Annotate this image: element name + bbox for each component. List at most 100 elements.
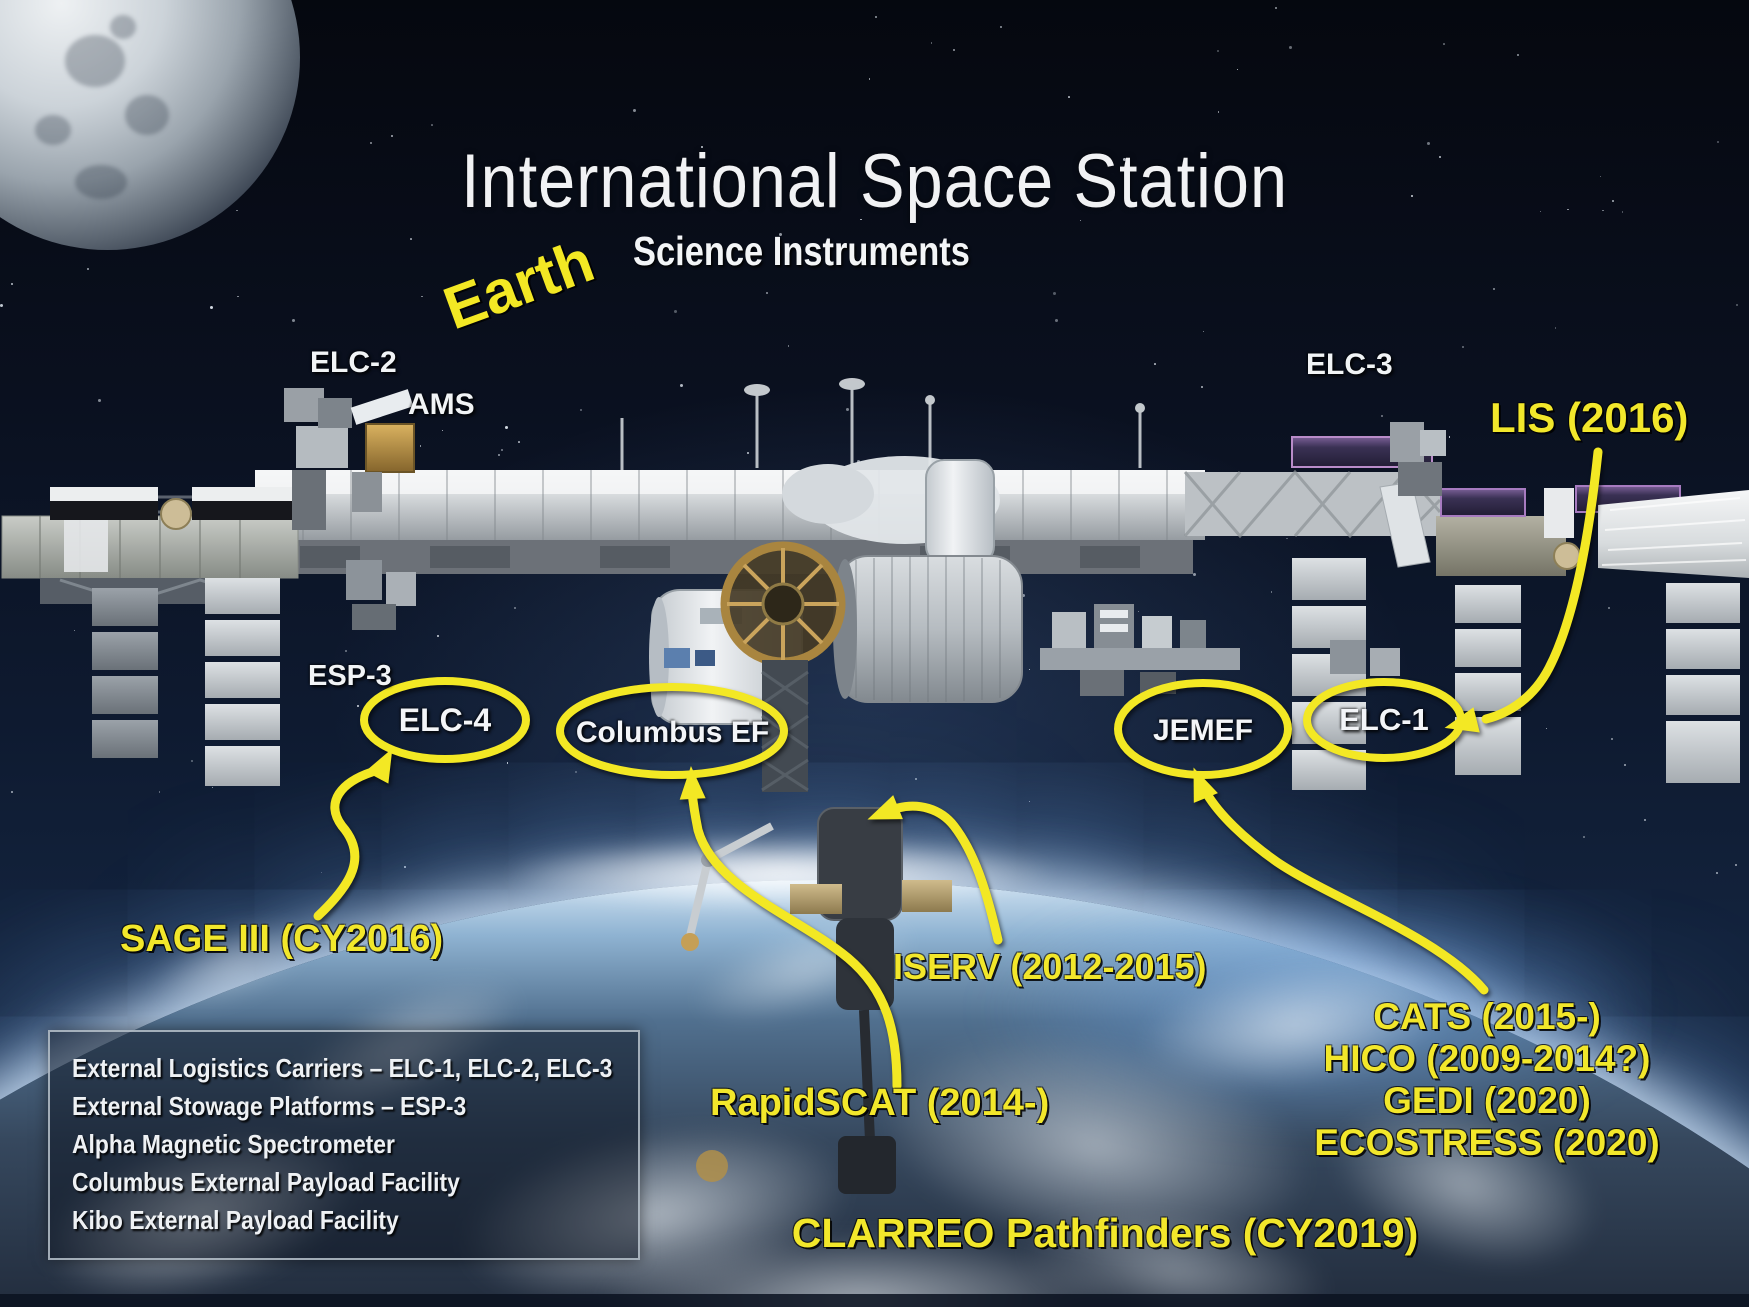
star	[860, 218, 862, 221]
star	[1236, 68, 1239, 71]
star	[211, 786, 214, 789]
legend-line-columbus: Columbus External Payload Facility	[72, 1167, 460, 1197]
star	[1068, 96, 1070, 98]
gold-fixture	[696, 1150, 728, 1182]
star	[1602, 209, 1604, 212]
radiator-stacks	[92, 558, 1740, 790]
star	[506, 762, 509, 764]
rapidscat-arrowhead	[679, 766, 706, 800]
star	[765, 292, 768, 295]
star	[953, 49, 956, 52]
node-module	[782, 464, 874, 524]
star	[410, 238, 412, 240]
label-ecostress: ECOSTRESS (2020)	[1314, 1122, 1660, 1163]
star	[1539, 210, 1542, 213]
label-ams: AMS	[408, 388, 475, 421]
star	[1022, 593, 1026, 597]
elc2-hardware	[284, 388, 352, 530]
star	[1448, 436, 1451, 438]
soyuz-array-left	[790, 884, 842, 914]
star	[999, 26, 1002, 29]
star	[320, 871, 323, 874]
star	[845, 408, 849, 412]
label-elc3: ELC-3	[1306, 348, 1393, 381]
star	[1054, 318, 1058, 322]
star	[1052, 292, 1056, 296]
star	[1493, 288, 1496, 291]
star	[441, 429, 444, 432]
cats-arrow	[1202, 789, 1489, 995]
iserv-arrowhead	[867, 795, 903, 820]
page-title: International Space Station	[461, 139, 1288, 224]
star	[1608, 607, 1611, 609]
star	[1028, 668, 1031, 671]
star	[546, 274, 549, 277]
star	[1123, 157, 1127, 161]
star	[498, 454, 501, 457]
star	[1623, 763, 1626, 766]
star	[369, 141, 372, 144]
star	[746, 452, 749, 455]
star	[915, 778, 918, 781]
star	[1411, 195, 1414, 198]
star	[10, 283, 13, 286]
lower-mast	[859, 1009, 875, 1141]
label-jemef: JEMEF	[1152, 714, 1254, 747]
label-rapidscat: RapidSCAT (2014-)	[710, 1082, 1050, 1124]
elc3-hardware	[1390, 422, 1446, 496]
star	[1193, 572, 1197, 576]
lis-arrow	[1481, 447, 1603, 724]
lis-arrowhead	[1444, 707, 1480, 733]
star	[73, 629, 76, 632]
star	[529, 178, 531, 180]
star	[1621, 211, 1624, 213]
star	[1217, 111, 1220, 113]
star	[1439, 155, 1442, 158]
star	[1201, 386, 1204, 389]
star	[357, 705, 360, 708]
rapidscat-arrow	[687, 787, 902, 1091]
star	[191, 760, 194, 762]
star	[0, 304, 4, 308]
star	[1443, 43, 1445, 45]
soyuz-array-right	[902, 880, 952, 912]
star	[97, 399, 101, 403]
star	[673, 310, 677, 314]
label-iserv: ISERV (2012-2015)	[893, 946, 1207, 987]
star	[237, 295, 239, 298]
subtitle-science-instruments: Science Instruments	[633, 228, 970, 274]
label-sage: SAGE III (CY2016)	[120, 918, 444, 960]
star	[1154, 363, 1156, 365]
main-truss	[60, 469, 1442, 574]
star	[1736, 304, 1739, 307]
star	[1202, 330, 1205, 333]
star	[779, 232, 783, 236]
star	[575, 771, 578, 774]
label-elc1: ELC-1	[1339, 702, 1429, 737]
antenna-masts	[620, 378, 1145, 470]
star	[1462, 345, 1465, 348]
image-bottom-edge	[0, 1294, 1749, 1307]
star	[633, 109, 637, 113]
star	[1612, 199, 1615, 202]
star	[500, 448, 503, 451]
star	[1079, 219, 1082, 222]
esp3-hardware	[346, 560, 416, 630]
star	[1583, 836, 1586, 839]
star	[11, 790, 13, 793]
label-esp3: ESP-3	[308, 660, 392, 692]
star	[1611, 737, 1614, 740]
iserv-arrow	[893, 801, 1003, 945]
star	[513, 607, 516, 610]
star	[403, 866, 406, 869]
star	[505, 426, 509, 430]
elc1-hardware	[1330, 640, 1400, 676]
lower-module	[836, 918, 894, 1010]
port-solar-arrays	[1, 487, 300, 604]
star	[1644, 818, 1647, 821]
star	[419, 445, 422, 447]
label-elc2: ELC-2	[310, 346, 397, 379]
jemef-ellipse	[1114, 679, 1292, 779]
